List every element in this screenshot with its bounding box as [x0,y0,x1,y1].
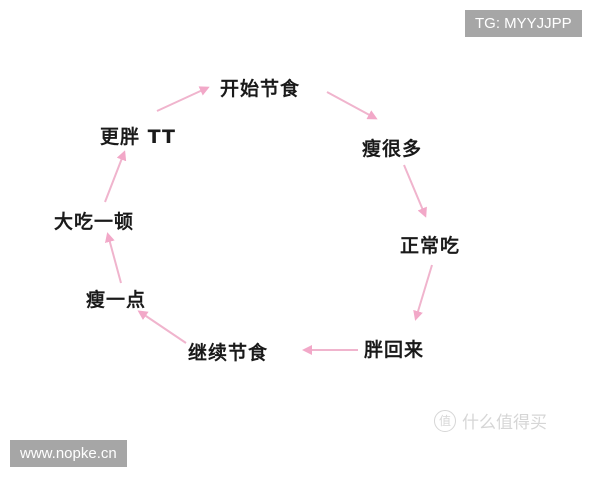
node-start-diet: 开始节食 [220,78,301,100]
arrow-normal-to-gain [413,264,433,321]
logo-icon: 值 [434,409,456,432]
watermark-tg: TG: MYYJJPP [465,10,582,37]
arrow-continue-to-lose-bit [137,310,187,344]
node-fatter: 更胖 TT [100,126,176,148]
node-continue-diet: 继续节食 [188,342,269,364]
node-lose-a-lot: 瘦很多 [362,138,423,160]
node-gain-back: 胖回来 [364,339,425,361]
arrow-fatter-to-start [156,86,210,112]
arrow-lose-to-normal [403,164,427,218]
arrow-lose-bit-to-binge [105,232,122,284]
arrow-start-to-lose [326,91,378,120]
node-binge: 大吃一顿 [54,211,135,233]
watermark-logo: 值 什么值得买 [434,408,547,433]
watermark-site: www.nopke.cn [10,440,127,467]
logo-text: 什么值得买 [462,413,547,433]
arrow-binge-to-fatter [104,150,127,203]
node-eat-normally: 正常吃 [400,235,461,257]
node-lose-a-bit: 瘦一点 [86,289,147,311]
